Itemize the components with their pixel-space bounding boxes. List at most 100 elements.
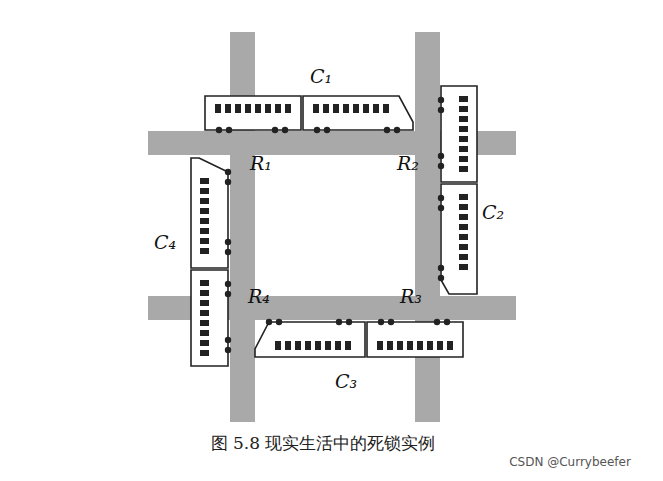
window [335,341,341,350]
window [275,341,281,350]
window [459,234,468,240]
window [459,204,468,210]
window [200,300,209,306]
window [459,244,468,250]
wheel [438,153,444,159]
window [200,208,209,214]
window [200,248,209,254]
wheel [324,127,330,133]
wheel [225,337,231,343]
window [459,214,468,220]
window [459,254,468,260]
wheel [378,319,384,325]
window [459,146,468,152]
window [427,341,433,350]
window [325,341,331,350]
wheel [225,291,231,297]
wheel [388,319,394,325]
train-car [441,86,477,182]
window [459,126,468,132]
window [417,341,423,350]
window [200,310,209,316]
wheel [225,281,231,287]
wheel [216,127,222,133]
wheel [225,249,231,255]
window [459,156,468,162]
window [305,341,311,350]
window [315,341,321,350]
window [200,188,209,194]
window [200,320,209,326]
window [200,350,209,356]
roads [148,32,516,422]
wheel [266,319,272,325]
road-label: R₄ [248,287,270,306]
window [255,104,261,113]
trains [191,86,477,366]
wheel [225,179,231,185]
window [459,224,468,230]
road-label: R₃ [400,287,422,306]
window [333,104,339,113]
train-car [191,158,228,268]
wheel [384,127,390,133]
window [459,136,468,142]
road-label: R₂ [397,154,419,173]
window [459,166,468,172]
train-car [205,96,301,130]
window [437,341,443,350]
window [363,104,369,113]
wheel [225,347,231,353]
window [225,104,231,113]
wheel [444,319,450,325]
train-label: C₄ [154,233,176,252]
wheel [225,169,231,175]
wheel [438,195,444,201]
window [353,104,359,113]
wheel [346,319,352,325]
train-car [191,270,228,366]
window [459,264,468,270]
wheel [226,127,232,133]
window [459,116,468,122]
wheel [282,127,288,133]
window [459,106,468,112]
window [407,341,413,350]
window [200,228,209,234]
road-label: R₁ [250,154,272,173]
wheel [225,239,231,245]
figure-caption: 图 5.8 现实生活中的死锁实例 [211,433,436,453]
wheel [394,127,400,133]
train-car [303,96,413,130]
window [200,178,209,184]
window [387,341,393,350]
watermark: CSDN @Currybeefer [509,455,631,469]
window [200,238,209,244]
train-label: C₁ [310,67,332,86]
window [383,104,389,113]
window [200,340,209,346]
window [313,104,319,113]
window [373,104,379,113]
wheel [438,275,444,281]
window [275,104,281,113]
train-label: C₃ [335,372,357,391]
window [323,104,329,113]
window [200,198,209,204]
window [459,194,468,200]
wheel [438,265,444,271]
wheel [438,97,444,103]
window [235,104,241,113]
wheel [434,319,440,325]
window [295,341,301,350]
train-car [255,322,365,357]
window [285,104,291,113]
wheel [336,319,342,325]
window [200,218,209,224]
window [343,104,349,113]
window [345,341,351,350]
train-car [441,184,477,294]
window [459,96,468,102]
window [200,280,209,286]
window [377,341,383,350]
